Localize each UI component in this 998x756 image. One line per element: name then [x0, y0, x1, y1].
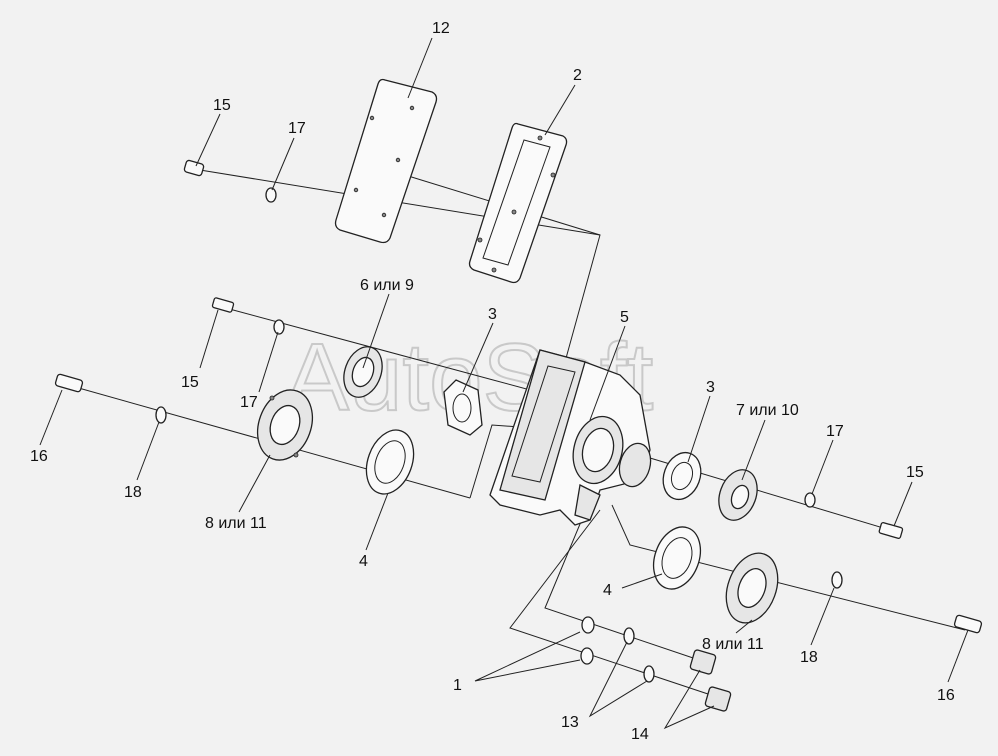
callout-3: 3 — [706, 379, 715, 396]
part-3-gasket-right — [662, 451, 702, 501]
callout-17: 17 — [240, 394, 258, 411]
callout-17: 17 — [288, 120, 306, 137]
callout-15: 15 — [213, 97, 231, 114]
part-4-gasket-left — [365, 429, 415, 495]
callout-2: 2 — [573, 67, 582, 84]
callout-1: 1 — [453, 677, 462, 694]
callout-4: 4 — [359, 553, 368, 570]
seals-washers-plugs — [580, 616, 732, 712]
callout-17: 17 — [826, 423, 844, 440]
bolts-15-16 — [54, 159, 983, 634]
part-5-gearbox-housing — [489, 349, 652, 526]
callout-8-or-11: 8 или 11 — [205, 515, 267, 532]
callout-5: 5 — [620, 309, 629, 326]
part-8-or-11-cover-left — [256, 389, 314, 461]
washers-17-18 — [155, 187, 843, 589]
callout-14: 14 — [631, 726, 649, 743]
part-7-or-10-cover — [718, 469, 758, 521]
callout-13: 13 — [561, 714, 579, 731]
callout-16: 16 — [937, 687, 955, 704]
part-4-gasket-right — [652, 526, 702, 590]
callout-labels: 12 2 15 17 6 или 9 3 5 15 17 3 7 или 10 … — [30, 20, 955, 743]
part-8-or-11-cover-right — [725, 552, 779, 624]
callout-6-or-9: 6 или 9 — [360, 277, 414, 294]
callout-7-or-10: 7 или 10 — [736, 402, 799, 419]
callout-18: 18 — [800, 649, 818, 666]
callout-15: 15 — [181, 374, 199, 391]
part-6-or-9-cover — [343, 346, 383, 398]
callout-15: 15 — [906, 464, 924, 481]
callout-4: 4 — [603, 582, 612, 599]
callout-12: 12 — [432, 20, 450, 37]
part-12-cover-plate — [334, 78, 438, 244]
callout-18: 18 — [124, 484, 142, 501]
callout-3: 3 — [488, 306, 497, 323]
part-2-gasket — [468, 122, 568, 284]
leader-lines — [39, 37, 969, 730]
part-3-gasket-left — [443, 379, 483, 436]
callout-16: 16 — [30, 448, 48, 465]
callout-8-or-11: 8 или 11 — [702, 636, 764, 653]
